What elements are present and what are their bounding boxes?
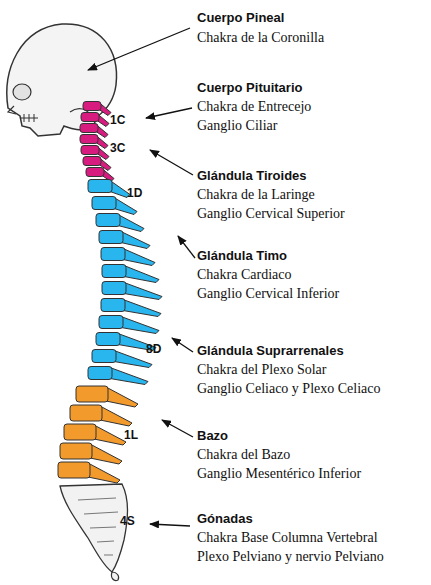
gland-detail: Plexo Pelviano y nervio Pelviano bbox=[197, 549, 384, 566]
vertebral-body bbox=[80, 135, 98, 144]
vertebral-body bbox=[70, 405, 102, 421]
gland-heading: Glándula Tiroides bbox=[197, 168, 307, 184]
vertebra bbox=[60, 443, 122, 464]
vertebral-body bbox=[58, 462, 90, 478]
vertebral-body bbox=[80, 124, 98, 133]
spinous-process bbox=[123, 300, 161, 317]
gland-detail: Ganglio Cervical Inferior bbox=[197, 286, 339, 303]
vertebral-body bbox=[60, 443, 92, 459]
gland-detail: Ganglio Cervical Superior bbox=[197, 206, 345, 223]
vertebral-column bbox=[58, 102, 162, 484]
vertebra-number: 3C bbox=[110, 141, 125, 155]
vertebral-body bbox=[86, 168, 104, 177]
gland-detail: Chakra del Plexo Solar bbox=[197, 362, 326, 379]
vertebral-body bbox=[96, 333, 120, 346]
spinous-process bbox=[123, 249, 155, 266]
nose bbox=[8, 106, 16, 114]
vertebral-body bbox=[102, 282, 126, 295]
vertebral-body bbox=[81, 113, 99, 122]
vertebra bbox=[76, 386, 138, 407]
skull-outline bbox=[7, 24, 117, 136]
vertebral-body bbox=[81, 146, 99, 155]
vertebral-body bbox=[92, 197, 116, 210]
gland-heading: Glándula Suprarrenales bbox=[197, 343, 344, 359]
leader-arrow bbox=[172, 338, 193, 352]
vertebra bbox=[101, 248, 155, 266]
spinous-process bbox=[106, 387, 138, 407]
gland-detail: Ganglio Ciliar bbox=[197, 118, 278, 135]
vertebra bbox=[96, 214, 144, 232]
gland-detail: Ganglio Celiaco y Plexo Celiaco bbox=[197, 381, 381, 398]
vertebra-number: 1D bbox=[127, 186, 142, 200]
gland-detail: Chakra del Bazo bbox=[197, 447, 290, 464]
vertebra-number: 1C bbox=[110, 113, 125, 127]
vertebra bbox=[99, 231, 150, 249]
spinous-process bbox=[90, 444, 122, 464]
vertebral-body bbox=[88, 367, 112, 380]
vertebral-body bbox=[102, 265, 126, 278]
spinous-process bbox=[110, 368, 148, 385]
vertebra bbox=[102, 282, 162, 300]
gland-heading: Cuerpo Pineal bbox=[197, 10, 284, 26]
spinous-process bbox=[121, 317, 159, 334]
vertebra bbox=[101, 299, 161, 317]
vertebral-body bbox=[64, 424, 96, 440]
spinous-process bbox=[114, 198, 137, 215]
vertebral-body bbox=[83, 157, 101, 166]
spinous-process bbox=[88, 463, 120, 483]
vertebra-number: 1L bbox=[124, 428, 138, 442]
leader-arrow bbox=[178, 236, 195, 258]
vertebral-body bbox=[92, 350, 116, 363]
vertebra bbox=[88, 180, 130, 198]
vertebra bbox=[64, 424, 126, 445]
sacrum-group bbox=[60, 484, 128, 581]
vertebral-body bbox=[76, 386, 108, 402]
vertebra bbox=[58, 462, 120, 483]
gland-heading: Bazo bbox=[197, 428, 228, 444]
leader-arrows bbox=[88, 28, 195, 526]
leader-arrow bbox=[146, 108, 192, 118]
vertebra bbox=[70, 405, 132, 426]
vertebra-number: 4S bbox=[120, 514, 135, 528]
vertebral-body bbox=[99, 231, 123, 244]
leader-arrow bbox=[88, 28, 190, 70]
leader-arrow bbox=[162, 420, 193, 437]
vertebral-body bbox=[96, 214, 120, 227]
vertebral-body bbox=[83, 102, 101, 111]
gland-detail: Chakra de la Coronilla bbox=[197, 30, 324, 47]
vertebral-body bbox=[101, 248, 125, 261]
spinous-process bbox=[118, 215, 144, 232]
gland-detail: Chakra Cardiaco bbox=[197, 267, 291, 284]
gland-detail: Chakra de Entrecejo bbox=[197, 99, 311, 116]
gland-detail: Chakra Base Columna Vertebral bbox=[197, 530, 378, 547]
vertebra bbox=[102, 265, 159, 283]
spinous-process bbox=[100, 406, 132, 426]
leader-arrow bbox=[150, 524, 190, 526]
skull bbox=[7, 24, 117, 136]
sacrum-lines bbox=[78, 498, 118, 555]
gland-detail: Ganglio Mesentérico Inferior bbox=[197, 466, 361, 483]
spinous-process bbox=[121, 232, 150, 249]
vertebra bbox=[92, 350, 152, 368]
teeth bbox=[20, 114, 38, 122]
spinous-process bbox=[124, 266, 159, 283]
gland-heading: Glándula Timo bbox=[197, 248, 287, 264]
vertebral-body bbox=[99, 316, 123, 329]
vertebra bbox=[88, 367, 148, 385]
sacrum bbox=[60, 484, 128, 572]
eye-socket bbox=[13, 84, 31, 100]
vertebra bbox=[99, 316, 159, 334]
gland-heading: Cuerpo Pituitario bbox=[197, 80, 302, 96]
gland-heading: Gónadas bbox=[197, 511, 253, 527]
spinous-process bbox=[124, 283, 162, 300]
vertebral-body bbox=[88, 180, 112, 193]
coccyx bbox=[111, 572, 118, 581]
gland-detail: Chakra de la Laringe bbox=[197, 187, 315, 204]
leader-arrow bbox=[150, 150, 193, 175]
vertebral-body bbox=[101, 299, 125, 312]
spinous-process bbox=[94, 425, 126, 445]
vertebra-number: 8D bbox=[146, 342, 161, 356]
